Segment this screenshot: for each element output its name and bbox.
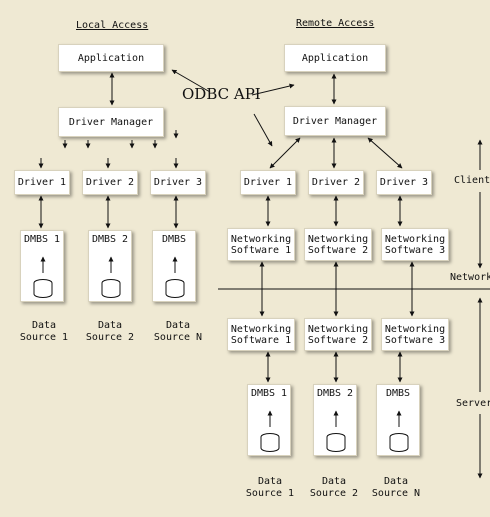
local-data-source-2-label: Data Source 2 [85, 320, 135, 343]
local-dbms-2: DMBS 2 [88, 230, 132, 302]
client-networking-software-3-box: Networking Software 3 [381, 228, 449, 261]
remote-data-source-n-label: Data Source N [371, 476, 421, 499]
server-networking-software-3-box: Networking Software 3 [381, 318, 449, 351]
remote-data-source-2-label: Data Source 2 [309, 476, 359, 499]
network-label: Network [450, 272, 490, 283]
local-driver-2-box: Driver 2 [82, 170, 138, 195]
dbms-label: DMBS 1 [23, 234, 61, 245]
server-networking-software-1-box: Networking Software 1 [227, 318, 295, 351]
server-networking-software-2-box: Networking Software 2 [304, 318, 372, 351]
local-driver-manager-box: Driver Manager [58, 107, 164, 137]
remote-driver-manager-box: Driver Manager [284, 106, 386, 136]
odbc-api-label: ODBC API [182, 85, 261, 103]
dbms-label: DMBS 1 [250, 388, 288, 399]
database-icon [165, 256, 185, 298]
local-application-box: Application [58, 44, 164, 72]
remote-driver-2-box: Driver 2 [308, 170, 364, 195]
client-label: Client [454, 175, 490, 186]
local-driver-1-box: Driver 1 [14, 170, 70, 195]
remote-access-title: Remote Access [296, 18, 375, 29]
local-dbms-n: DMBS [152, 230, 196, 302]
database-icon [389, 410, 409, 452]
local-driver-3-box: Driver 3 [150, 170, 206, 195]
remote-application-box: Application [284, 44, 386, 72]
server-label: Server [456, 398, 490, 409]
local-dbms-1: DMBS 1 [20, 230, 64, 302]
remote-dbms-1: DMBS 1 [247, 384, 291, 456]
client-networking-software-1-box: Networking Software 1 [227, 228, 295, 261]
remote-dbms-n: DMBS [376, 384, 420, 456]
dbms-label: DMBS [385, 388, 411, 399]
local-access-title: Local Access [76, 20, 149, 31]
remote-driver-3-box: Driver 3 [376, 170, 432, 195]
database-icon [326, 410, 346, 452]
dbms-label: DMBS 2 [316, 388, 354, 399]
dbms-label: DMBS [161, 234, 187, 245]
remote-dbms-2: DMBS 2 [313, 384, 357, 456]
local-data-source-n-label: Data Source N [153, 320, 203, 343]
remote-data-source-1-label: Data Source 1 [245, 476, 295, 499]
database-icon [101, 256, 121, 298]
client-networking-software-2-box: Networking Software 2 [304, 228, 372, 261]
database-icon [33, 256, 53, 298]
remote-driver-1-box: Driver 1 [240, 170, 296, 195]
database-icon [260, 410, 280, 452]
dbms-label: DMBS 2 [91, 234, 129, 245]
local-data-source-1-label: Data Source 1 [19, 320, 69, 343]
